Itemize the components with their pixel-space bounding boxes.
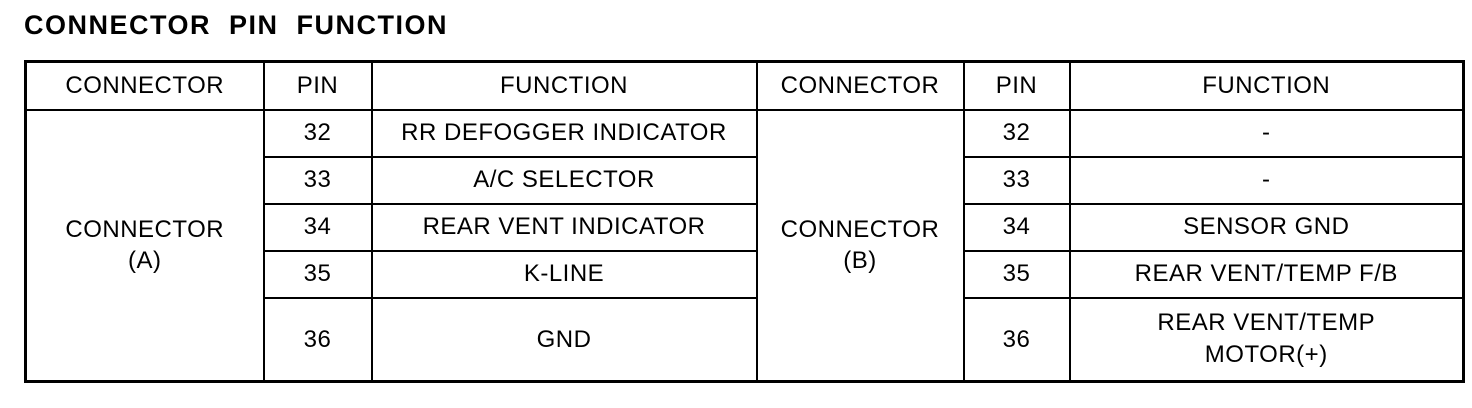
header-connector-right: CONNECTOR	[755, 60, 965, 111]
function-cell: GND	[370, 296, 758, 383]
pin-cell: 36	[262, 296, 373, 383]
header-function-left: FUNCTION	[370, 60, 758, 111]
function-cell: A/C SELECTOR	[370, 155, 758, 205]
table-row: 35 K-LINE 35 REAR VENT/TEMP F/B	[26, 249, 1465, 299]
function-cell: REAR VENT INDICATOR	[370, 202, 758, 252]
function-text: REAR VENT/TEMP MOTOR(+)	[1157, 308, 1376, 369]
function-cell: -	[1068, 155, 1465, 205]
header-connector-left: CONNECTOR	[24, 60, 265, 111]
connector-a-designation: (A)	[128, 247, 162, 275]
header-function-right: FUNCTION	[1068, 60, 1465, 111]
pin-cell: 36	[962, 296, 1071, 383]
pin-cell: 33	[962, 155, 1071, 205]
header-row: CONNECTOR PIN FUNCTION CONNECTOR PIN FUN…	[24, 60, 1465, 111]
connector-a-cell: CONNECTOR (A)	[24, 108, 265, 383]
pin-cell: 33	[262, 155, 373, 205]
connector-b-designation: (B)	[843, 247, 877, 275]
pin-cell: 35	[962, 249, 1071, 299]
pin-cell: 32	[262, 108, 373, 158]
function-cell: REAR VENT/TEMP MOTOR(+)	[1068, 296, 1465, 383]
function-cell: K-LINE	[370, 249, 758, 299]
header-pin-right: PIN	[962, 60, 1071, 111]
function-cell: SENSOR GND	[1068, 202, 1465, 252]
table-row: 36 GND 36 REAR VENT/TEMP MOTOR(+)	[26, 296, 1465, 383]
pin-cell: 35	[262, 249, 373, 299]
table-row: 34 REAR VENT INDICATOR 34 SENSOR GND	[26, 202, 1465, 252]
function-cell: REAR VENT/TEMP F/B	[1068, 249, 1465, 299]
header-pin-left: PIN	[262, 60, 373, 111]
page-title: CONNECTOR PIN FUNCTION	[24, 10, 449, 40]
function-cell: -	[1068, 108, 1465, 158]
connector-pin-table: CONNECTOR PIN FUNCTION CONNECTOR PIN FUN…	[24, 60, 1465, 383]
function-cell: RR DEFOGGER INDICATOR	[370, 108, 758, 158]
pin-cell: 34	[962, 202, 1071, 252]
pin-cell: 32	[962, 108, 1071, 158]
connector-a-name: CONNECTOR	[65, 216, 225, 244]
connector-b-cell: CONNECTOR (B)	[755, 108, 965, 383]
table-row: CONNECTOR (A) 32 RR DEFOGGER INDICATOR C…	[24, 108, 1465, 383]
table-row: 33 A/C SELECTOR 33 -	[26, 155, 1465, 205]
connector-b-name: CONNECTOR	[780, 216, 940, 244]
pin-cell: 34	[262, 202, 373, 252]
